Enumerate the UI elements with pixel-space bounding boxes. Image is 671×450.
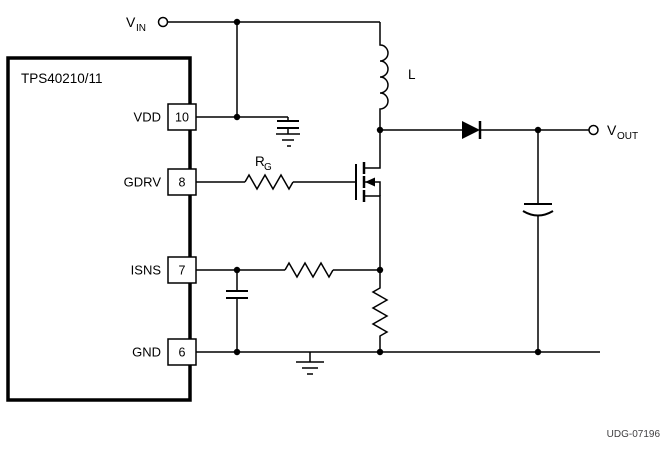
- vin-label-subscript: IN: [136, 23, 146, 34]
- pin-number-vdd: 10: [175, 111, 189, 125]
- pin-number-gdrv: 8: [179, 176, 186, 190]
- figure-id: UDG-07196: [607, 429, 661, 440]
- gate-drive-net: R G: [196, 154, 356, 191]
- rectifier-diode: [380, 121, 589, 139]
- ic-block: TPS40210/11 10 VDD 8 GDRV 7 ISNS: [6, 56, 197, 402]
- vout-net: V OUT: [588, 122, 638, 142]
- sense-resistor: [371, 270, 389, 352]
- pin-label-gnd: GND: [132, 345, 161, 360]
- junction-dot: [376, 348, 384, 356]
- pin-isns: 7 ISNS: [131, 256, 197, 284]
- pin-number-gnd: 6: [179, 346, 186, 360]
- gate-resistor-label: R: [255, 154, 265, 169]
- output-capacitor: [522, 130, 554, 352]
- isns-net: [196, 261, 380, 279]
- diode-anode-triangle: [462, 121, 480, 139]
- gate-resistor-label-subscript: G: [264, 162, 272, 173]
- pin-box-vdd: [167, 103, 197, 131]
- bypass-capacitor: [277, 117, 299, 134]
- junction-dot: [534, 126, 542, 134]
- junction-dot: [534, 348, 542, 356]
- pin-number-isns: 7: [179, 264, 186, 278]
- vin-net: V IN: [126, 14, 380, 117]
- junction-dots: [233, 18, 542, 356]
- junction-dot: [376, 266, 384, 274]
- ground-net: [196, 351, 600, 375]
- mosfet-body-arrow: [365, 177, 375, 187]
- vout-terminal: [588, 124, 599, 136]
- isns-filter-capacitor: [226, 270, 248, 352]
- vin-label: V: [126, 14, 136, 30]
- ground-symbol-rail: [296, 361, 324, 375]
- inductor: L: [379, 22, 416, 130]
- inductor-label: L: [408, 67, 416, 82]
- pin-box-isns: [167, 256, 197, 284]
- junction-dot: [233, 266, 241, 274]
- vin-terminal: [157, 16, 169, 28]
- mosfet-source-lead: [364, 195, 381, 270]
- ground-symbol-vdd: [276, 133, 300, 147]
- pin-box-gnd: [167, 338, 197, 366]
- inductor-coil: [379, 22, 389, 130]
- pin-gdrv: 8 GDRV: [124, 168, 197, 196]
- junction-dot: [233, 113, 241, 121]
- output-cap-plate-curved: [522, 210, 554, 217]
- junction-dot: [233, 348, 241, 356]
- gate-resistor-zigzag: [244, 173, 294, 191]
- ic-name: TPS40210/11: [21, 71, 103, 86]
- sense-resistor-zigzag: [371, 270, 389, 352]
- junction-dot: [233, 18, 241, 26]
- isns-resistor-zigzag: [284, 261, 334, 279]
- pin-box-gdrv: [167, 168, 197, 196]
- vout-label: V: [607, 122, 617, 138]
- mosfet: [355, 130, 381, 270]
- pin-gnd: 6 GND: [132, 338, 197, 366]
- pin-label-vdd: VDD: [134, 110, 161, 125]
- mosfet-drain-lead: [364, 130, 381, 169]
- pin-label-gdrv: GDRV: [124, 175, 162, 190]
- ic-outline: [6, 56, 192, 402]
- pin-label-isns: ISNS: [131, 263, 162, 278]
- vout-label-subscript: OUT: [617, 131, 638, 142]
- pin-vdd: 10 VDD: [134, 103, 197, 131]
- junction-dot: [376, 126, 384, 134]
